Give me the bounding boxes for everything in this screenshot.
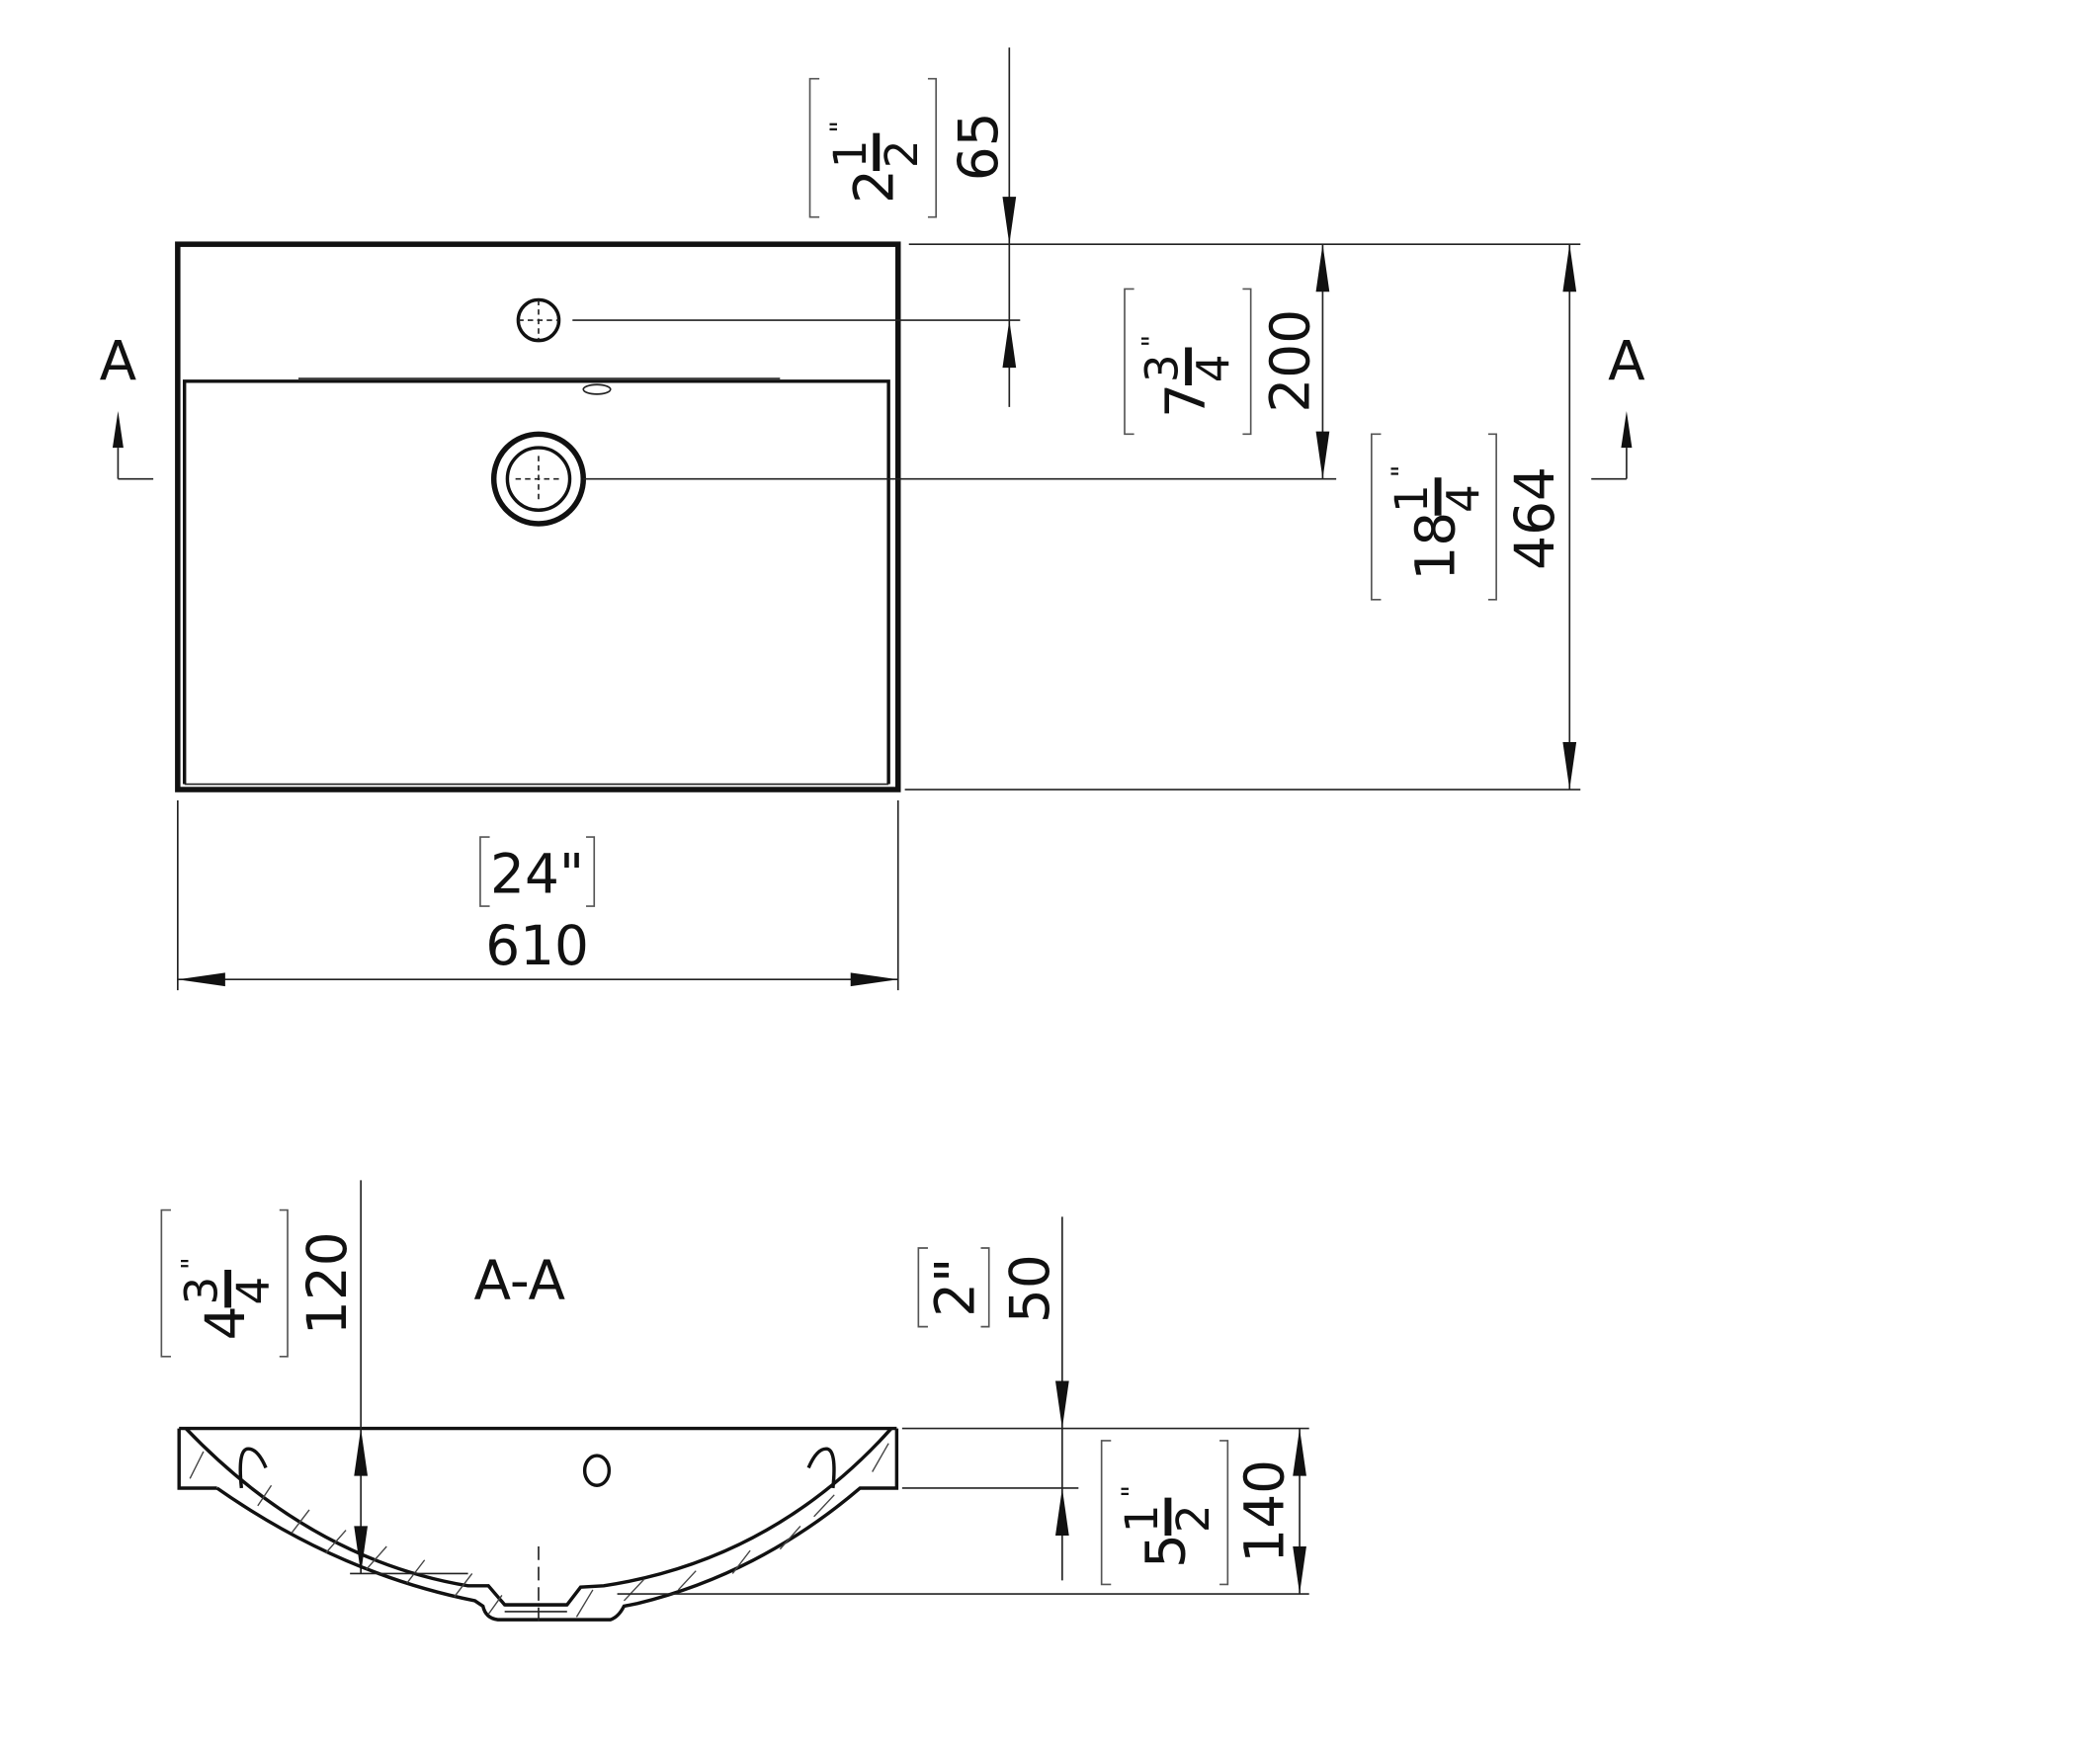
dim-140-inch-den: 2 <box>1167 1504 1219 1533</box>
dimension-tap-offset: 65 2 1 2 " <box>808 47 1017 407</box>
dim-50-inch: 2" <box>924 1258 987 1317</box>
dim-65-inch-whole: 2 <box>842 169 905 204</box>
dim-200-mm: 200 <box>1259 309 1322 413</box>
basin-section <box>177 1426 899 1623</box>
overflow-hole <box>582 1454 612 1487</box>
tap-hole <box>516 297 561 343</box>
section-view: A-A <box>160 1180 1309 1623</box>
dimension-width: 24" 610 <box>177 836 898 987</box>
section-marker-label: A <box>1608 329 1645 392</box>
section-title: A-A <box>474 1249 566 1312</box>
dim-140-inch-whole: 5 <box>1134 1534 1197 1568</box>
plan-view: 65 2 1 2 " 200 7 3 4 " <box>100 47 1645 991</box>
section-marker-right: A <box>1591 329 1645 480</box>
dim-200-inch-den: 4 <box>1188 354 1240 382</box>
dimension-rim-height: 2" 50 <box>917 1216 1069 1581</box>
dim-200-inch-whole: 7 <box>1154 383 1218 418</box>
inch-mark: " <box>1137 335 1168 348</box>
dim-610-inch: 24" <box>490 842 584 905</box>
drain-hole <box>490 431 587 527</box>
dim-120-mm: 120 <box>295 1231 359 1335</box>
dim-464-inch-whole: 18 <box>1404 512 1468 581</box>
dim-464-mm: 464 <box>1503 466 1566 570</box>
inch-mark: " <box>1117 1485 1147 1498</box>
dim-120-inch-whole: 4 <box>194 1305 257 1340</box>
dimension-total-height: 140 5 1 2 " <box>1100 1428 1306 1595</box>
dimension-drain-offset: 200 7 3 4 " <box>1124 244 1330 479</box>
dim-140-mm: 140 <box>1233 1459 1297 1563</box>
dim-65-mm: 65 <box>947 112 1010 181</box>
basin-bowl-edge <box>182 379 890 785</box>
inch-mark: " <box>825 121 856 133</box>
dim-140-inch-num: 1 <box>1116 1504 1168 1533</box>
dim-65-inch-den: 2 <box>876 139 928 168</box>
dim-610-mm: 610 <box>485 914 589 977</box>
dim-120-inch-den: 4 <box>227 1277 280 1305</box>
basin-outline <box>175 241 901 792</box>
dimension-depth: 464 18 1 4 " <box>1371 244 1577 791</box>
dimension-bowl-depth: 120 4 3 4 " <box>160 1180 468 1575</box>
section-marker-label: A <box>100 329 137 392</box>
dim-50-mm: 50 <box>998 1254 1061 1323</box>
inch-mark: " <box>177 1257 208 1270</box>
dim-464-inch-num: 1 <box>1386 484 1438 513</box>
section-marker-left: A <box>100 329 154 480</box>
dim-65-inch-num: 1 <box>824 139 877 168</box>
dim-120-inch-num: 3 <box>176 1277 228 1305</box>
dim-200-inch-num: 3 <box>1136 354 1189 382</box>
inch-mark: " <box>1387 465 1418 478</box>
overflow-slot <box>582 383 612 395</box>
dim-464-inch-den: 4 <box>1437 484 1489 513</box>
